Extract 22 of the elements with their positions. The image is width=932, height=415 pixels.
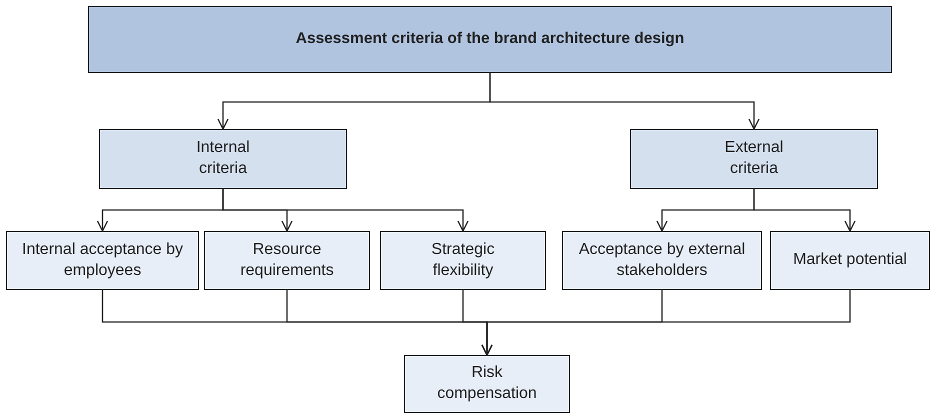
- criteria-box: [99, 129, 347, 189]
- node-label: Assessment criteria of the brand architecture design: [296, 29, 684, 50]
- criteria-box: [380, 231, 546, 290]
- header-box: [88, 6, 892, 73]
- arrow: [481, 290, 851, 356]
- arrow: [489, 73, 760, 130]
- criteria-box: [204, 231, 370, 290]
- node-label: External criteria: [724, 138, 784, 179]
- arrow: [753, 189, 856, 232]
- node-label: Internal criteria: [195, 138, 251, 179]
- node-label: Internal acceptance by employees: [21, 240, 184, 280]
- node-label: Resource requirements: [239, 240, 335, 280]
- node-label: Strategic flexibility: [430, 240, 496, 280]
- criteria-box: [630, 129, 878, 189]
- arrow: [222, 189, 469, 232]
- criteria-box: [6, 231, 199, 290]
- node-label: Acceptance by external stakeholders: [578, 240, 746, 280]
- node-label: Market potential: [793, 250, 907, 270]
- criteria-box: [770, 231, 930, 290]
- criteria-box: [562, 231, 762, 290]
- node-label: Risk compensation: [436, 363, 538, 404]
- criteria-box: [404, 355, 570, 413]
